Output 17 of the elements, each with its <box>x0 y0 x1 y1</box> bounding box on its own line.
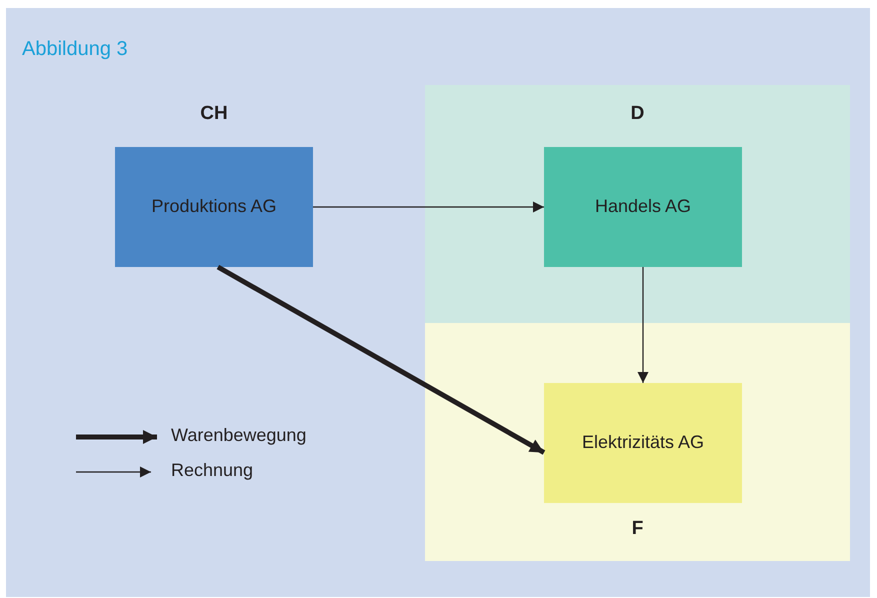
country-region <box>425 323 850 561</box>
company-box <box>115 147 313 267</box>
country-heading: D <box>630 103 646 125</box>
country-heading: F <box>630 518 644 540</box>
legend-label: Warenbewegung <box>171 425 306 446</box>
country-heading: CH <box>199 103 229 125</box>
company-name: Handels AG <box>594 196 692 217</box>
company-name: Produktions AG <box>150 196 278 217</box>
arrow <box>638 267 648 383</box>
arrow <box>313 202 544 212</box>
company-name: Elektrizitäts AG <box>580 432 706 453</box>
arrow <box>216 264 546 455</box>
figure-title: Abbildung 3 <box>22 38 128 61</box>
company-box <box>544 147 742 267</box>
country-region <box>425 85 850 323</box>
company-box <box>544 383 742 503</box>
legend-label: Rechnung <box>171 460 254 481</box>
